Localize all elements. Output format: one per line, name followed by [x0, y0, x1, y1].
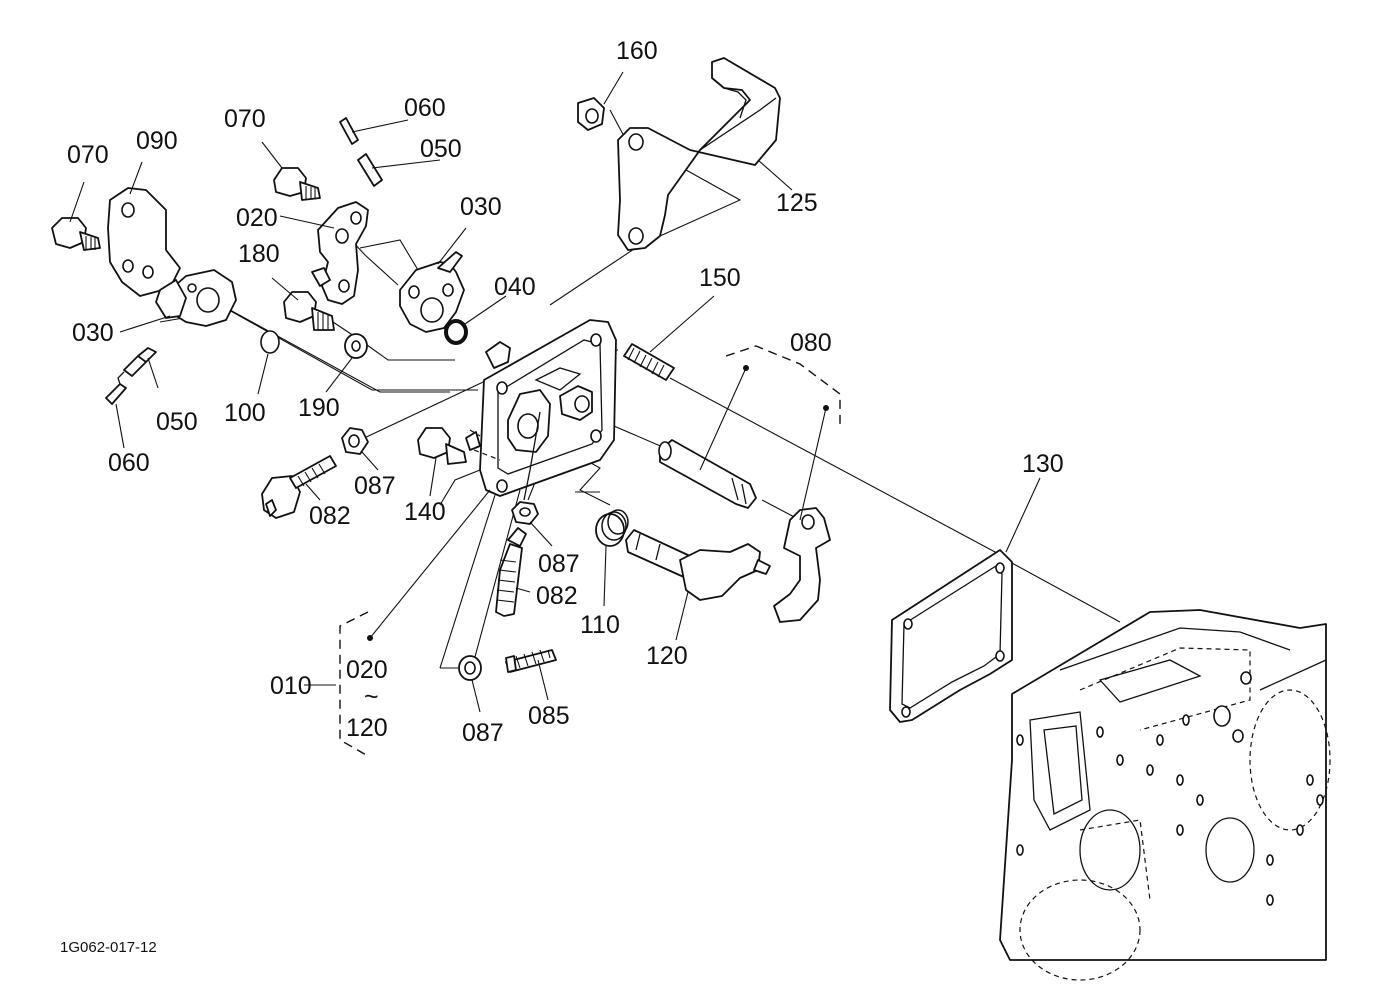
part-110-spring — [595, 509, 629, 547]
part-082-screw-mid — [495, 527, 527, 617]
callout-090: 090 — [136, 127, 178, 155]
part-087-nut-left — [341, 427, 369, 455]
part-060-050-pins-top — [339, 117, 383, 187]
part-070-bolt-mid — [273, 167, 321, 201]
callout-030-right: 030 — [460, 193, 502, 221]
callout-labels: 160 125 070 090 070 060 050 020 030 180 … — [60, 37, 1064, 956]
part-120-shaft-lever — [625, 529, 771, 601]
callout-060-left: 060 — [108, 449, 150, 477]
part-180-bolt — [283, 291, 335, 331]
group-bracket-010 — [304, 489, 491, 757]
callout-130: 130 — [1022, 450, 1064, 478]
part-085-screw — [505, 649, 557, 673]
callout-010-range-tilde: ~ — [364, 683, 379, 711]
callout-070-left: 070 — [67, 141, 109, 169]
callout-087-left: 087 — [354, 472, 396, 500]
part-090-plate — [107, 187, 181, 297]
part-082-screw-left — [261, 455, 337, 519]
part-130-gasket — [889, 549, 1013, 723]
callout-050-left: 050 — [156, 408, 198, 436]
callout-110: 110 — [580, 611, 620, 639]
callout-010: 010 — [270, 672, 312, 700]
callout-180: 180 — [238, 240, 280, 268]
callout-082-mid: 082 — [536, 582, 578, 610]
part-080-shaft-lever — [658, 439, 831, 623]
callout-140: 140 — [404, 498, 446, 526]
part-087-nut-bottom — [458, 655, 482, 681]
part-087-nut-mid — [511, 501, 539, 525]
part-040-o-ring — [444, 319, 468, 345]
callout-070-mid: 070 — [224, 105, 266, 133]
part-030-lever-right — [399, 251, 465, 333]
callout-160: 160 — [616, 37, 658, 65]
drawing-code: 1G062-017-12 — [60, 939, 157, 956]
part-020-arm — [311, 201, 369, 305]
callout-080: 080 — [790, 329, 832, 357]
callout-120: 120 — [646, 642, 688, 670]
callout-030-left: 030 — [72, 319, 114, 347]
callout-190: 190 — [298, 394, 340, 422]
callout-leaders — [69, 71, 1041, 713]
callout-082-left: 082 — [309, 502, 351, 530]
callout-010-range-start: 020 — [346, 656, 388, 684]
callout-020: 020 — [236, 204, 278, 232]
part-160-nut — [577, 97, 605, 131]
callout-087-mid: 087 — [538, 550, 580, 578]
part-125-bracket — [617, 57, 781, 251]
callout-087-bottom: 087 — [462, 719, 504, 747]
callout-150: 150 — [699, 264, 741, 292]
crankcase-block — [999, 609, 1331, 981]
callout-060-top: 060 — [404, 94, 446, 122]
callout-050-top: 050 — [420, 135, 462, 163]
callout-040: 040 — [494, 273, 536, 301]
part-140-bolt — [417, 427, 467, 465]
part-030-lever-left — [155, 269, 237, 327]
group-bracket-080 — [699, 345, 841, 521]
part-100-o-ring — [260, 330, 280, 354]
part-070-bolt-left — [51, 217, 101, 251]
part-150-stud — [623, 343, 675, 381]
callout-125: 125 — [776, 189, 818, 217]
part-190-washer — [344, 333, 368, 359]
callout-010-range-end: 120 — [346, 714, 388, 742]
callout-085: 085 — [528, 702, 570, 730]
part-050-060-pins-left — [105, 347, 157, 405]
callout-100: 100 — [224, 399, 266, 427]
part-010-cover — [465, 319, 617, 501]
